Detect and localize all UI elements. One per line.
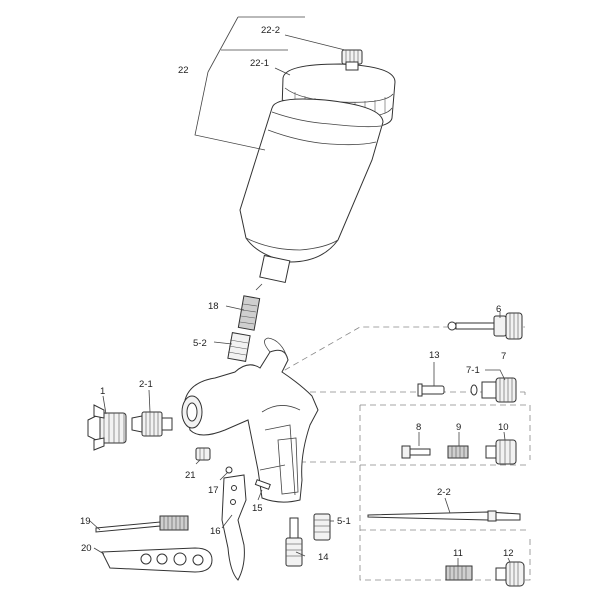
label-6: 6 [496, 304, 501, 315]
label-17: 17 [208, 485, 219, 496]
label-14: 14 [318, 552, 329, 563]
part-7-assembly [470, 377, 517, 403]
part-8-screw [401, 445, 431, 459]
label-2-1: 2-1 [139, 379, 153, 390]
label-22: 22 [178, 65, 189, 76]
label-5-1: 5-1 [337, 516, 351, 527]
part-12-knob [495, 561, 525, 587]
label-10: 10 [498, 422, 509, 433]
label-12: 12 [503, 548, 514, 559]
gun-body [181, 337, 319, 503]
trigger [221, 466, 247, 581]
label-15: 15 [252, 503, 263, 514]
label-8: 8 [416, 422, 421, 433]
label-9: 9 [456, 422, 461, 433]
air-valve [285, 517, 303, 567]
baffle-part [195, 447, 211, 461]
part-labels: 22-2 22-1 22 18 6 5-2 13 7 7-1 1 2-1 8 9… [80, 25, 514, 563]
label-22-2: 22-2 [261, 25, 280, 36]
label-13: 13 [429, 350, 440, 361]
label-1: 1 [100, 386, 105, 397]
label-7-1: 7-1 [466, 365, 480, 376]
leader-lines [89, 16, 511, 566]
trigger-pin [254, 479, 271, 490]
air-cap [87, 404, 127, 451]
air-inlet-fitting [313, 513, 331, 541]
label-21: 21 [185, 470, 196, 481]
label-19: 19 [80, 516, 91, 527]
fluid-needle [367, 510, 521, 522]
label-2-2: 2-2 [437, 487, 451, 498]
label-18: 18 [208, 301, 219, 312]
fluid-nozzle [131, 411, 173, 437]
filter-part [237, 283, 263, 331]
part-11-spring [445, 565, 473, 581]
label-16: 16 [210, 526, 221, 537]
label-20: 20 [81, 543, 92, 554]
part-10-valve [485, 439, 517, 465]
part-13-pin [417, 383, 445, 397]
label-5-2: 5-2 [193, 338, 207, 349]
cleaning-brush [95, 515, 189, 533]
paint-cup [239, 49, 396, 284]
label-22-1: 22-1 [250, 58, 269, 69]
dashed-group-lines [249, 326, 531, 581]
label-7: 7 [501, 351, 506, 362]
spreader-valve [447, 312, 523, 340]
part-9-spring [447, 445, 469, 459]
spanner-wrench [101, 547, 213, 573]
inlet-fitting [227, 332, 251, 362]
label-11: 11 [453, 548, 463, 559]
